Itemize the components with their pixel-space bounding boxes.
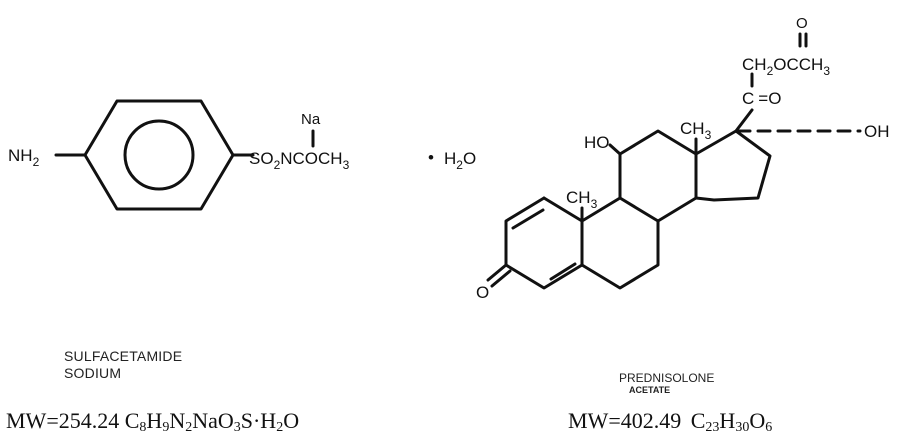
sulfacetamide-formula-part: C [124,408,140,433]
ring-a-double-1 [511,208,545,230]
na-label: Na [301,111,321,128]
sulfacetamide-formula-part: H [146,408,163,433]
ring-b [580,196,660,290]
sulfacetamide-name-line2: SODIUM [64,365,122,381]
prednisolone-formula: C23H30O6 [690,408,773,435]
prednisolone-formula-part: 6 [765,420,773,435]
sulfacetamide-formula-part: O [283,408,300,433]
c3-ketone-2 [490,269,512,288]
sulfacetamide-formula-part: 2 [185,420,193,435]
prednisolone-name-line1: PREDNISOLONE [619,371,715,385]
benzene-aromatic-circle [123,119,195,191]
sulfacetamide-formula-part: 3 [233,420,241,435]
prednisolone-structure: O CH2OCCH3 C=O OH HO CH3 CH3 O [476,15,890,302]
c3-o-label: O [476,283,489,302]
ch3-c18-label: CH3 [680,119,712,142]
c3-ketone-1 [486,263,508,282]
sulfacetamide-formula: C8H9N2NaO3S·H2O [124,408,300,435]
sulfacetamide-mw-formula: MW=254.24 C8H9N2NaO3S·H2O [6,408,299,436]
ring-d [694,129,772,202]
ring-c [618,129,698,223]
sulfacetamide-mw: MW=254.24 [6,408,120,433]
prednisolone-mw: MW=402.49 [568,408,682,433]
prednisolone-formula-part: O [749,408,766,433]
sulfacetamide-name: SULFACETAMIDE SODIUM [64,348,182,382]
sulfacetamide-formula-part: 8 [139,420,147,435]
sulfacetamide-formula-part: 2 [276,420,284,435]
ring-a [504,196,584,290]
nh2-label: NH2 [8,146,40,169]
ester-o-label: O [796,15,808,32]
ring-a-double-2 [549,262,577,281]
ho-label: HO [584,133,610,152]
oh-label: OH [864,122,890,141]
prednisolone-formula-part: 30 [735,420,750,435]
sulfacetamide-formula-part: 9 [162,420,170,435]
sulfacetamide-formula-part: S·H [240,408,277,433]
c17-c20-bond [734,108,754,133]
benzene-ring [83,99,235,211]
prednisolone-name-line2: ACETATE [629,385,671,395]
c11-oh-bond [608,143,622,156]
ch3-c19-label: CH3 [566,188,598,211]
ketone-label: C=O [742,89,781,108]
prednisolone-mw-formula: MW=402.49 C23H30O6 [568,408,772,436]
sulfacetamide-structure: NH2 Na SO2NCOCH3 • H2O [8,99,476,211]
water-dot: • [428,148,434,167]
prednisolone-formula-part: 23 [705,420,720,435]
sulfacetamide-formula-part: N [169,408,186,433]
ch2o-label: CH2OCCH3 [742,55,830,78]
prednisolone-name: PREDNISOLONE ACETATE [619,371,714,396]
so2ncoch3-label: SO2NCOCH3 [249,149,350,172]
prednisolone-formula-part: H [719,408,736,433]
sulfacetamide-name-line1: SULFACETAMIDE [64,348,183,364]
prednisolone-formula-part: C [690,408,706,433]
water-label: H2O [444,149,476,172]
sulfacetamide-formula-part: NaO [192,408,234,433]
